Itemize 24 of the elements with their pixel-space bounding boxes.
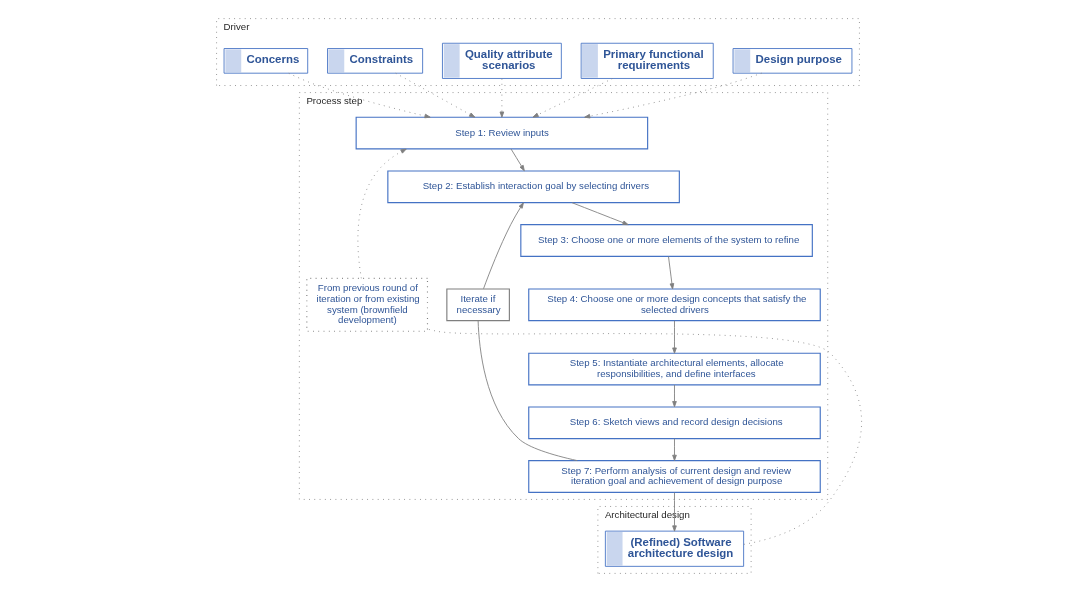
arrow	[667, 256, 674, 290]
node-box: Step 2: Establish interaction goal by selecting drivers	[386, 170, 680, 204]
node-box: Step 7: Perform analysis of current design and review iteration goal and achievement of design purpose	[527, 460, 821, 493]
arrow	[671, 384, 677, 408]
node-box: Step 3: Choose one or more elements of the system to refine	[519, 224, 813, 257]
arrow	[287, 72, 431, 119]
node-box: From previous round of iteration or from existing system (brownfield development)	[305, 277, 428, 332]
arrow	[583, 72, 762, 119]
arrow	[571, 202, 629, 226]
node-box: Step 4: Choose one or more design concepts that satisfy the selected drivers	[527, 288, 821, 322]
arrow	[671, 492, 677, 532]
connector	[477, 320, 578, 462]
node-box: Step 6: Sketch views and record design decisions	[527, 406, 821, 440]
arrow	[510, 148, 525, 172]
arrow	[482, 202, 524, 290]
node-box: Step 1: Review inputs	[355, 116, 648, 150]
arrow	[394, 72, 475, 118]
arrow	[671, 438, 677, 461]
arrow	[357, 148, 407, 279]
node-box: Step 5: Instantiate architectural elements, allocate responsibilities, and define interfaces	[527, 352, 821, 386]
arrow	[671, 320, 677, 354]
connector	[426, 328, 862, 545]
node-box: Iterate if necessary	[445, 288, 510, 322]
arrow	[499, 78, 504, 118]
